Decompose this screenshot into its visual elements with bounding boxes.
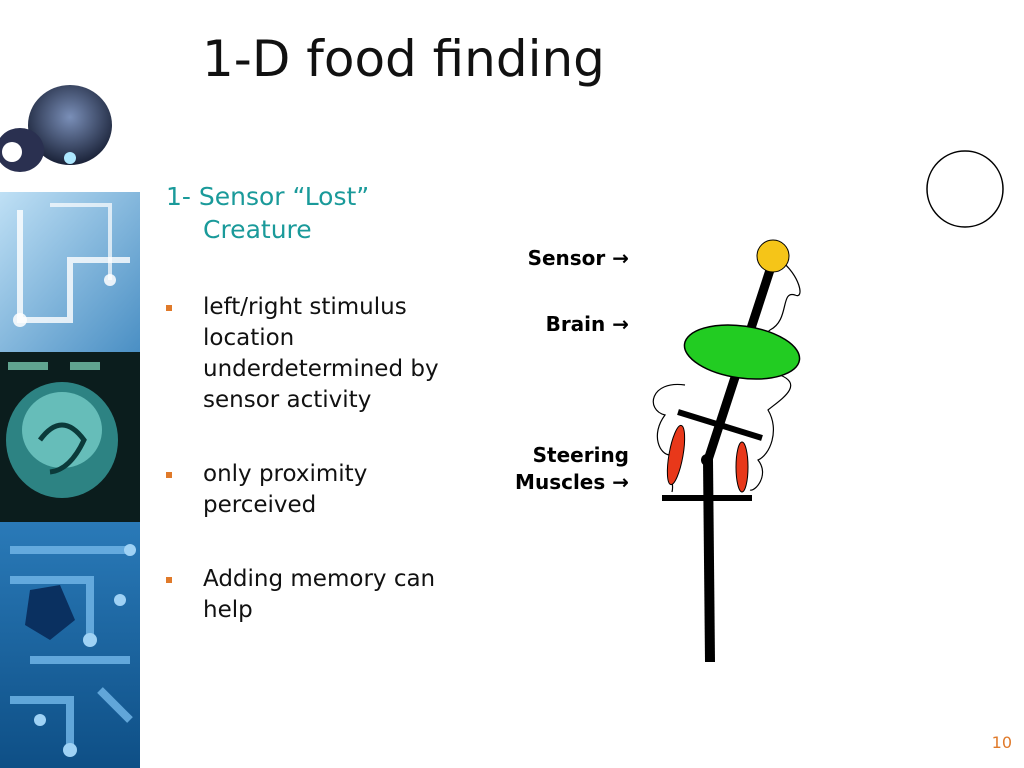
- bullet-square-icon: [166, 577, 172, 583]
- left-muscle-shape: [666, 424, 686, 486]
- bullet-item: Adding memory can help: [166, 564, 486, 626]
- steering-muscles-label: Steering Muscles →: [515, 442, 629, 496]
- steering-label-line-2: Muscles →: [515, 470, 629, 494]
- decorative-image-strip: [0, 80, 140, 768]
- subtitle-line-1: 1- Sensor “Lost”: [166, 182, 370, 211]
- brain-label: Brain →: [545, 312, 629, 336]
- slide-title: 1-D food finding: [202, 30, 605, 88]
- steering-bar: [677, 409, 763, 441]
- robot-head-icon: [28, 85, 112, 165]
- sensor-shape: [756, 239, 790, 273]
- subtitle-line-2: Creature: [203, 215, 312, 244]
- bullet-text: Adding memory can help: [203, 566, 436, 623]
- food-target-icon: [926, 150, 1004, 228]
- creature-diagram: [652, 239, 801, 663]
- bullet-item: left/right stimulus location underdeterm…: [166, 292, 486, 416]
- tail-stick: [703, 459, 715, 663]
- brain-shape: [683, 324, 801, 380]
- right-muscle-shape: [735, 441, 749, 493]
- sensor-label: Sensor →: [527, 246, 629, 270]
- bullet-item: only proximity perceived: [166, 459, 486, 521]
- steering-label-line-1: Steering: [532, 443, 629, 467]
- slide-subtitle: 1- Sensor “Lost” Creature: [166, 180, 466, 246]
- bullet-text: left/right stimulus location underdeterm…: [203, 294, 439, 413]
- bullet-list: left/right stimulus location underdeterm…: [166, 292, 486, 669]
- page-number: 10: [991, 733, 1012, 752]
- bullet-text: only proximity perceived: [203, 461, 368, 518]
- bullet-square-icon: [166, 472, 172, 478]
- bullet-square-icon: [166, 305, 172, 311]
